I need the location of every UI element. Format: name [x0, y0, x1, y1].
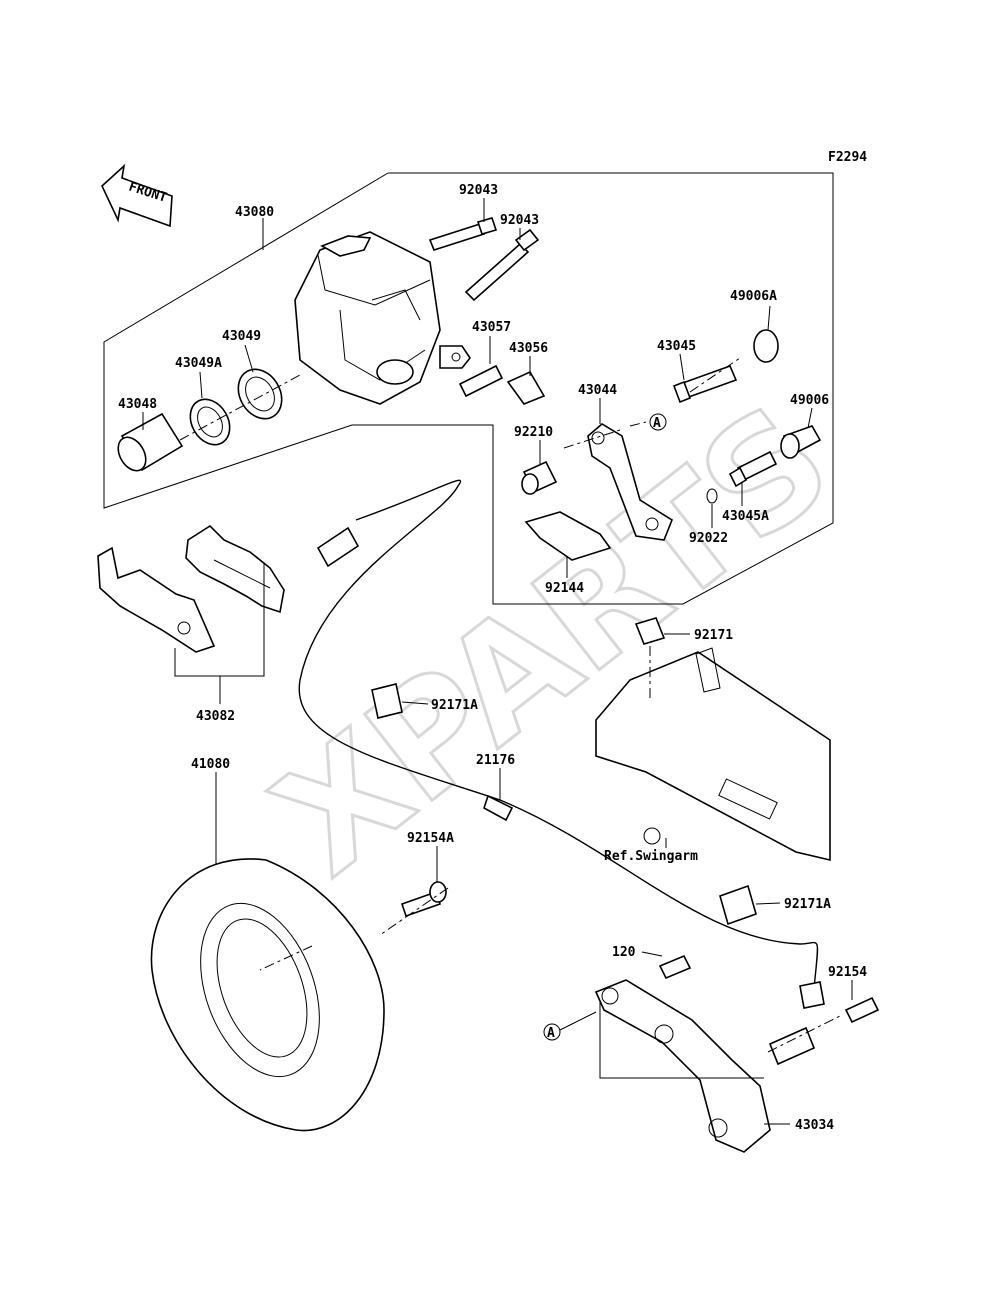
label-43049: 43049 [222, 329, 261, 344]
part-labels: 43080 92043 92043 49006A 43049 43057 430… [118, 183, 867, 1133]
label-41080: 41080 [191, 757, 230, 772]
label-92043-lower: 92043 [500, 213, 539, 228]
caliper-bracket-43034 [594, 979, 816, 1153]
slide-pin-upper [428, 217, 498, 251]
seal-43049 [237, 368, 283, 420]
caliper-body [294, 231, 471, 405]
ref-marker-a-upper: A [649, 413, 667, 431]
bolt-92154A [400, 881, 447, 918]
label-92171A-lower: 92171A [784, 897, 831, 912]
pad-spring-92144 [524, 511, 612, 561]
bolt-92154 [844, 996, 880, 1024]
brake-pad [185, 524, 285, 614]
circlip-92022 [706, 488, 718, 504]
caliper-assembly-outline [103, 172, 834, 605]
label-43082: 43082 [196, 709, 235, 724]
figure-code: F2294 [828, 150, 867, 165]
bleeder-valve-43056 [506, 370, 546, 405]
front-arrow-icon: FRONT [101, 163, 173, 228]
label-92171A-upper: 92171A [431, 698, 478, 713]
label-43048: 43048 [118, 397, 157, 412]
leader-lines [142, 198, 853, 1125]
clamp-92171 [634, 617, 666, 645]
piston-43048 [117, 412, 184, 472]
seal-43049A [189, 398, 231, 446]
label-92171: 92171 [694, 628, 733, 643]
pin-43045A [728, 450, 778, 488]
slide-pin-lower [464, 228, 540, 302]
sleeve-92210 [521, 460, 558, 495]
label-92210: 92210 [514, 425, 553, 440]
label-49006: 49006 [790, 393, 829, 408]
brake-pad-shim [97, 546, 216, 653]
label-92144: 92144 [545, 581, 584, 596]
boot-49006 [780, 425, 822, 459]
label-92043-upper: 92043 [459, 183, 498, 198]
label-49006A: 49006A [730, 289, 777, 304]
caliper-bracket-43044 [587, 423, 673, 541]
clamp-92171A-lower [719, 884, 757, 926]
label-92022: 92022 [689, 531, 728, 546]
ref-marker-a-lower: A [543, 1023, 561, 1041]
label-43034: 43034 [795, 1118, 834, 1133]
ref-marker-a-lower-label: A [547, 1026, 555, 1041]
label-92154A: 92154A [407, 831, 454, 846]
label-43049A: 43049A [175, 356, 222, 371]
label-21176: 21176 [476, 753, 515, 768]
brake-disc-41080 [150, 858, 385, 1132]
abs-sensor-cable [298, 479, 825, 1009]
pin-43045 [672, 364, 738, 404]
label-43080: 43080 [235, 205, 274, 220]
label-120: 120 [612, 945, 636, 960]
clamp-92171A-upper [371, 683, 403, 719]
swingarm-reference [595, 647, 831, 862]
reference-text: Ref.Swingarm [604, 849, 698, 864]
boot-49006A [753, 329, 779, 363]
label-43056: 43056 [509, 341, 548, 356]
bleeder-cap-43057 [458, 364, 504, 398]
label-43044: 43044 [578, 383, 617, 398]
label-43045: 43045 [657, 339, 696, 354]
label-43057: 43057 [472, 320, 511, 335]
ref-marker-a-upper-label: A [653, 416, 661, 431]
bolt-120 [658, 954, 692, 980]
label-43045A: 43045A [722, 509, 769, 524]
label-92154: 92154 [828, 965, 867, 980]
